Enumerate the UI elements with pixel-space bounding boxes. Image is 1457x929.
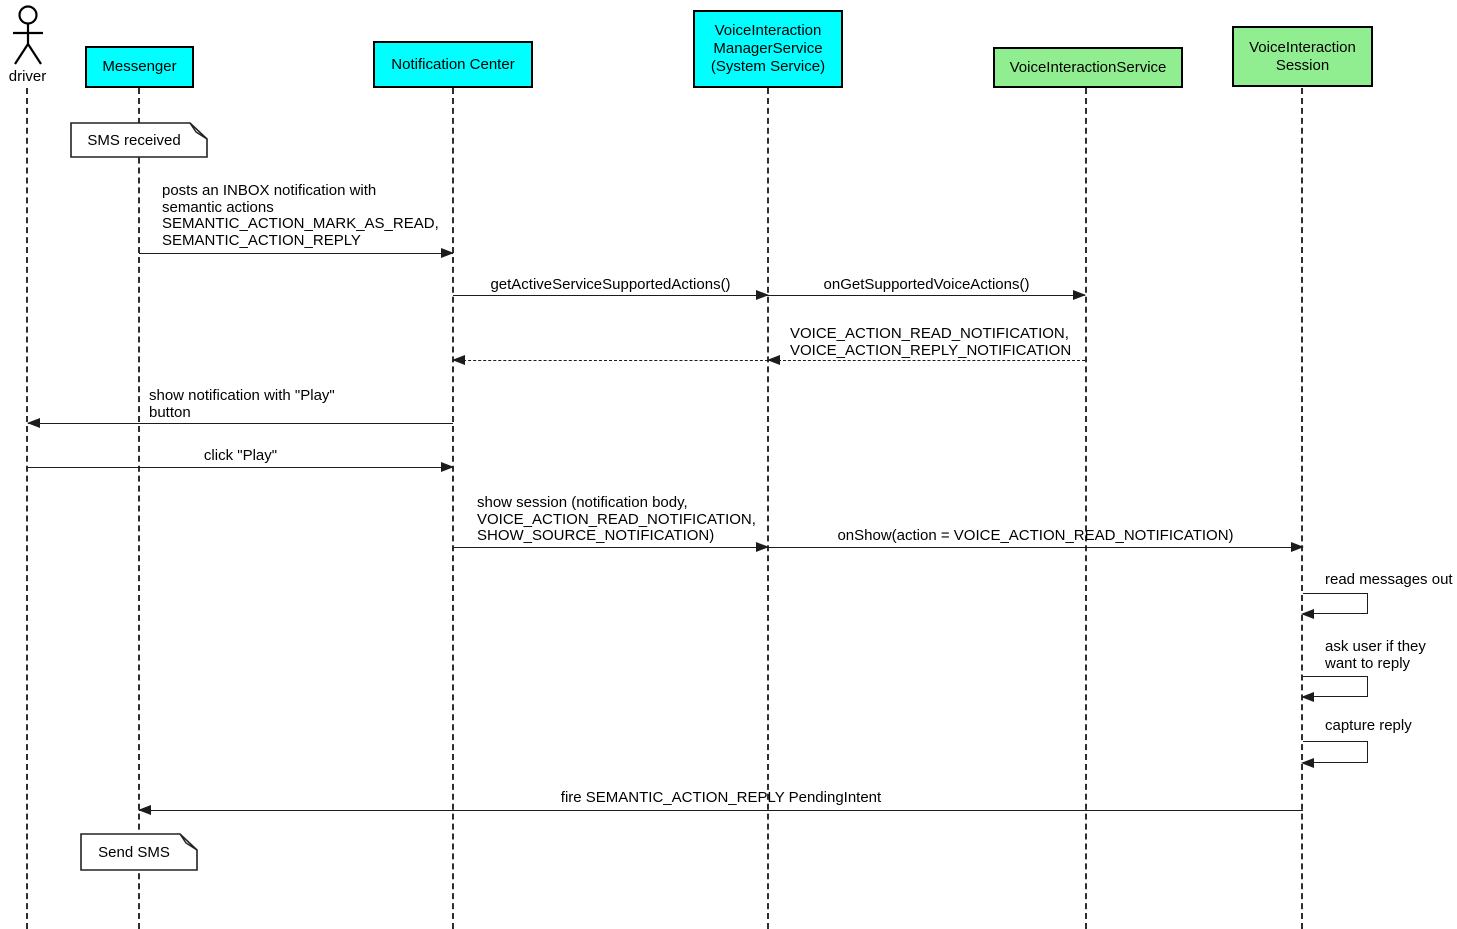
arrowhead-right-icon [1291,541,1304,552]
message-label: fire SEMANTIC_ACTION_REPLY PendingIntent [560,789,882,806]
arrowhead-right-icon [441,247,454,258]
arrowhead-left-icon [1301,692,1314,703]
message-label: onGetSupportedVoiceActions() [823,276,1030,293]
participant-notification-center: Notification Center [373,41,533,88]
return-arrow [452,354,768,365]
participant-messenger: Messenger [85,46,194,88]
self-message-loop [1301,741,1368,769]
participant-voiceinteractionsession: VoiceInteraction Session [1232,26,1373,87]
arrowhead-right-icon [756,289,769,300]
note-send-sms: Send SMS [80,833,198,871]
self-message-label: read messages out [1325,571,1453,588]
arrowhead-left-icon [1301,609,1314,620]
message-arrow [768,289,1086,300]
lifeline-driver [26,88,28,929]
message-arrow [28,461,454,472]
lifeline-messenger [138,88,140,929]
actor-driver-label: driver [8,68,47,85]
participant-label: VoiceInteraction [714,22,822,39]
participant-label: ManagerService [713,40,823,57]
lifeline-notification-center [452,88,454,929]
arrowhead-left-icon [767,354,780,365]
lifeline-voiceinteractionsession [1301,88,1303,929]
arrowhead-left-icon [1301,758,1314,769]
message-label: click "Play" [203,447,278,464]
note-shape [80,833,198,871]
self-message-loop [1301,676,1368,703]
message-arrow [768,541,1304,552]
arrowhead-left-icon [452,354,465,365]
participant-label: Notification Center [391,55,515,73]
participant-voiceinteraction-managerservice: VoiceInteraction ManagerService (System … [693,10,843,88]
message-label: getActiveServiceSupportedActions() [490,276,731,293]
participant-label: VoiceInteractionService [1009,58,1167,76]
arrowhead-right-icon [756,541,769,552]
note-shape [70,122,208,158]
message-arrow [27,417,453,428]
message-arrow [453,541,769,552]
message-arrow [139,247,454,258]
message-label: show session (notification body,VOICE_AC… [477,494,756,544]
note-sms-received: SMS received [70,122,208,158]
participant-label: Messenger [102,58,177,75]
message-label: VOICE_ACTION_READ_NOTIFICATION,VOICE_ACT… [790,325,1072,359]
self-message-loop [1301,593,1368,620]
lifeline-voiceinteractionservice [1085,88,1087,929]
participant-label: (System Service) [710,58,826,75]
participant-label: Session [1275,56,1330,74]
participant-label: VoiceInteraction [1249,38,1356,56]
participant-voiceinteractionservice: VoiceInteractionService [993,47,1183,88]
note-text: SMS received [87,131,181,149]
arrowhead-right-icon [441,461,454,472]
message-arrow [453,289,769,300]
return-arrow [767,354,1085,365]
lifeline-voiceinteraction-managerservice [767,88,769,929]
note-text: Send SMS [98,843,170,861]
self-message-label: capture reply [1325,717,1412,734]
message-arrow [138,804,1303,815]
actor-driver-icon [13,5,43,65]
message-label: show notification with "Play"button [149,387,335,421]
message-label: onShow(action = VOICE_ACTION_READ_NOTIFI… [837,527,1234,544]
arrowhead-left-icon [27,417,40,428]
arrowhead-left-icon [138,804,151,815]
arrowhead-right-icon [1073,289,1086,300]
